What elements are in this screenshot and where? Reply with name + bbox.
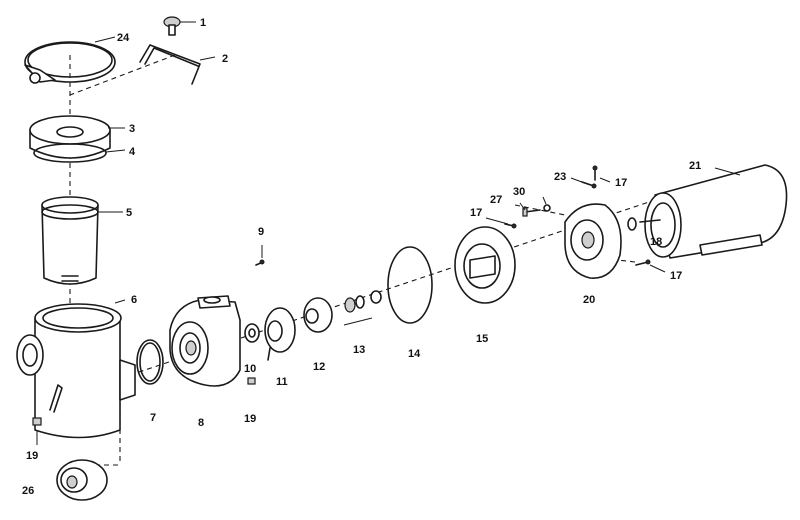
callout-24: 24 xyxy=(117,32,130,44)
part-19-drain-plug-left xyxy=(32,417,42,426)
part-14-seal-plate-o-ring xyxy=(387,246,433,324)
callout-19-body: 19 xyxy=(244,413,256,425)
callout-18: 18 xyxy=(650,236,662,248)
part-10-seal xyxy=(244,323,260,343)
part-3-lid xyxy=(29,115,111,159)
callout-2: 2 xyxy=(222,53,228,65)
part-6-strainer-housing xyxy=(16,303,136,439)
callout-6: 6 xyxy=(131,294,137,306)
part-30-washer xyxy=(543,204,551,212)
callout-19-left: 19 xyxy=(26,450,38,462)
callout-23: 23 xyxy=(554,171,566,183)
callout-17-bottom: 17 xyxy=(670,270,682,282)
callout-17-left: 17 xyxy=(470,207,482,219)
part-18-slinger xyxy=(627,217,637,231)
callout-12: 12 xyxy=(313,361,325,373)
part-15-seal-plate xyxy=(454,226,516,304)
part-2-bracket xyxy=(139,44,201,85)
callout-15: 15 xyxy=(476,333,488,345)
part-17-screw-left xyxy=(504,223,517,229)
callout-1: 1 xyxy=(200,17,206,29)
leader-lines xyxy=(36,21,741,445)
part-1-knob xyxy=(163,16,181,36)
callout-21: 21 xyxy=(689,160,701,172)
callout-17-top: 17 xyxy=(615,177,627,189)
part-19-drain-plug-body xyxy=(247,377,256,385)
part-17-screw-top xyxy=(592,165,598,181)
part-4-o-ring xyxy=(33,143,107,163)
callout-26: 26 xyxy=(22,485,34,497)
part-9-pin xyxy=(255,259,265,266)
callout-11: 11 xyxy=(276,376,288,388)
callout-5: 5 xyxy=(126,207,132,219)
callout-27: 27 xyxy=(490,194,502,206)
part-13-seal-assembly xyxy=(343,290,382,326)
part-5-strainer-basket xyxy=(41,196,99,285)
part-21-motor xyxy=(639,164,788,259)
callout-14: 14 xyxy=(408,348,421,360)
callout-10: 10 xyxy=(244,363,256,375)
callout-30: 30 xyxy=(513,186,525,198)
callout-8: 8 xyxy=(198,417,204,429)
part-8-pump-body xyxy=(169,295,241,387)
part-20-motor-adapter xyxy=(564,203,622,279)
part-11-diffuser xyxy=(264,307,296,361)
part-17-screw-bottom xyxy=(635,259,651,266)
part-26-drain-fitting xyxy=(56,459,108,501)
callout-7: 7 xyxy=(150,412,156,424)
callout-9: 9 xyxy=(258,226,264,238)
part-27-bolt xyxy=(522,207,541,217)
callout-4: 4 xyxy=(129,146,136,158)
part-12-impeller xyxy=(303,297,333,333)
callout-20: 20 xyxy=(583,294,595,306)
callout-labels: 1 2 24 3 4 5 6 7 8 9 10 11 12 13 14 15 1… xyxy=(22,17,701,497)
part-7-o-ring xyxy=(136,339,164,385)
callout-13: 13 xyxy=(353,344,365,356)
part-24-clamp-ring xyxy=(24,41,116,84)
callout-3: 3 xyxy=(129,123,135,135)
